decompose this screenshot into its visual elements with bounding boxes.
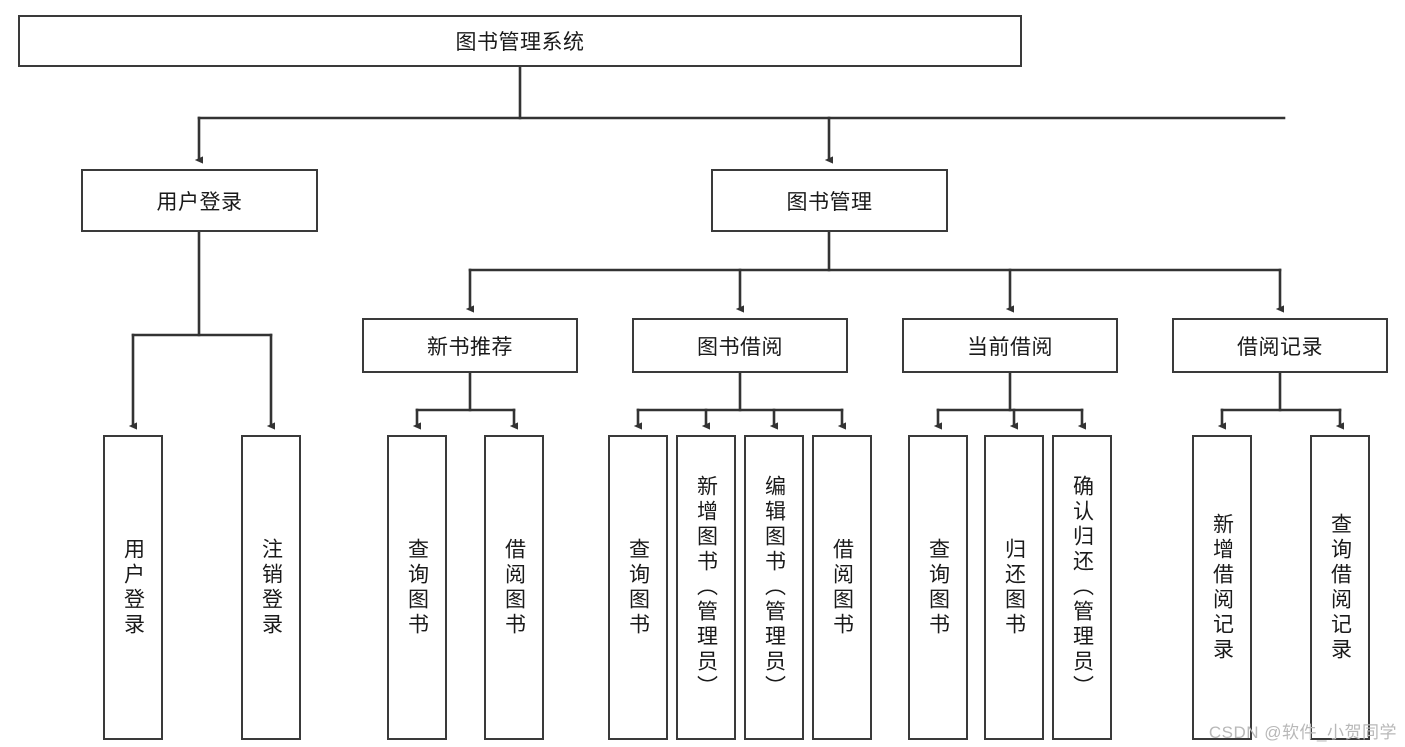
node-book-manage-label: 图书管理 [786, 190, 873, 214]
node-leaf-edit-book[interactable]: 编辑图书（管理员） [744, 435, 804, 740]
node-book-borrow[interactable]: 图书借阅 [632, 318, 848, 373]
node-root[interactable]: 图书管理系统 [18, 15, 1022, 67]
node-user-login-label: 用户登录 [156, 190, 243, 214]
node-leaf-add-book[interactable]: 新增图书（管理员） [676, 435, 736, 740]
node-leaf-query-book-1[interactable]: 查询图书 [387, 435, 447, 740]
node-leaf-query-record[interactable]: 查询借阅记录 [1310, 435, 1370, 740]
node-borrow-record[interactable]: 借阅记录 [1172, 318, 1388, 373]
csdn-watermark: CSDN @软件_小贺同学 [1208, 723, 1397, 742]
node-leaf-user-login[interactable]: 用户登录 [103, 435, 163, 740]
node-leaf-return-book-label: 归还图书 [1002, 537, 1026, 638]
node-leaf-query-book-3[interactable]: 查询图书 [908, 435, 968, 740]
node-leaf-borrow-book-2-label: 借阅图书 [830, 537, 854, 638]
node-leaf-user-logout-label: 注销登录 [259, 537, 283, 638]
node-new-book-rec[interactable]: 新书推荐 [362, 318, 578, 373]
node-leaf-add-book-label: 新增图书（管理员） [694, 475, 718, 700]
node-leaf-add-record-label: 新增借阅记录 [1210, 512, 1234, 663]
node-root-label: 图书管理系统 [455, 31, 585, 54]
node-leaf-return-book[interactable]: 归还图书 [984, 435, 1044, 740]
node-leaf-confirm-return-label: 确认归还（管理员） [1070, 475, 1094, 700]
node-leaf-borrow-book-1[interactable]: 借阅图书 [484, 435, 544, 740]
node-leaf-borrow-book-1-label: 借阅图书 [502, 537, 526, 638]
node-leaf-query-book-3-label: 查询图书 [926, 537, 950, 638]
node-leaf-query-book-2-label: 查询图书 [626, 537, 650, 638]
node-current-borrow-label: 当前借阅 [967, 335, 1053, 359]
node-leaf-confirm-return[interactable]: 确认归还（管理员） [1052, 435, 1112, 740]
node-leaf-query-record-label: 查询借阅记录 [1328, 512, 1352, 663]
node-leaf-query-book-2[interactable]: 查询图书 [608, 435, 668, 740]
node-book-borrow-label: 图书借阅 [697, 335, 783, 359]
node-leaf-user-logout[interactable]: 注销登录 [241, 435, 301, 740]
node-book-manage[interactable]: 图书管理 [711, 169, 948, 232]
node-current-borrow[interactable]: 当前借阅 [902, 318, 1118, 373]
node-borrow-record-label: 借阅记录 [1237, 335, 1323, 359]
node-leaf-add-record[interactable]: 新增借阅记录 [1192, 435, 1252, 740]
node-leaf-query-book-1-label: 查询图书 [405, 537, 429, 638]
node-leaf-edit-book-label: 编辑图书（管理员） [762, 475, 786, 700]
node-user-login[interactable]: 用户登录 [81, 169, 318, 232]
node-new-book-rec-label: 新书推荐 [427, 335, 513, 359]
node-leaf-user-login-label: 用户登录 [121, 537, 145, 638]
node-leaf-borrow-book-2[interactable]: 借阅图书 [812, 435, 872, 740]
